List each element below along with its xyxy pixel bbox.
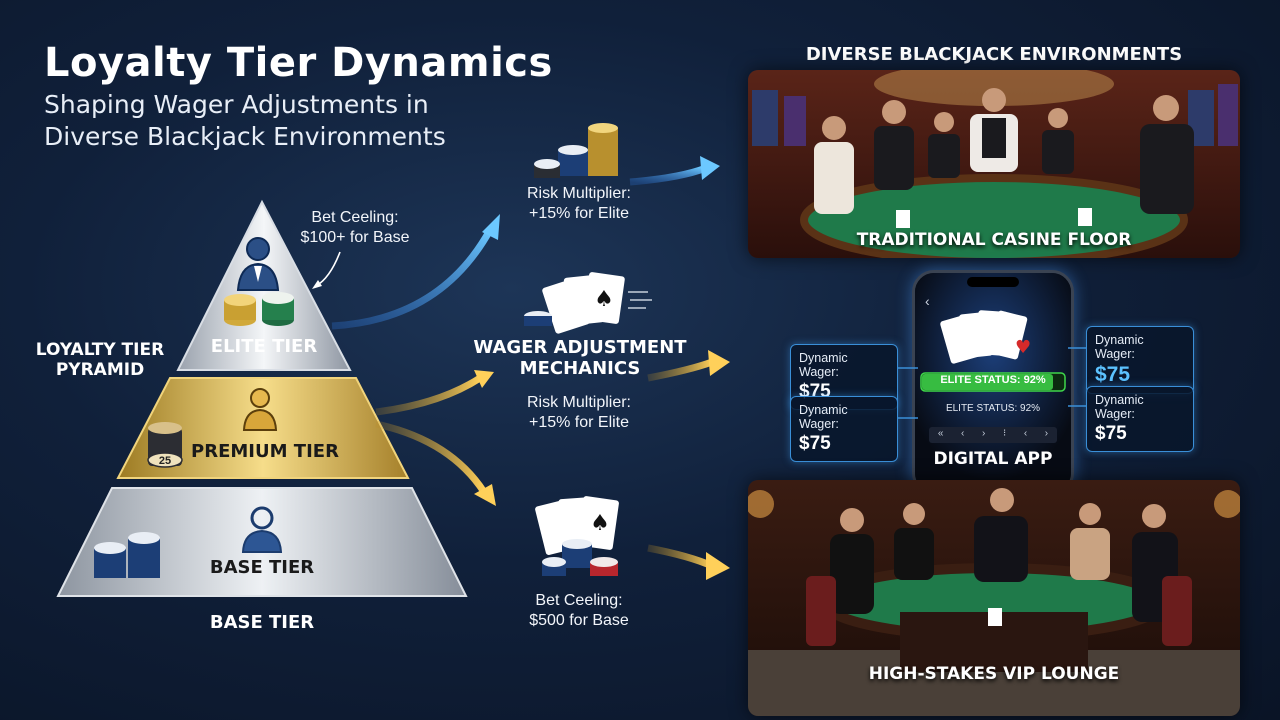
elite-tier-label: ELITE TIER — [210, 336, 318, 357]
risk-multiplier-mid-line2: +15% for Elite — [528, 414, 630, 431]
elite-chips-icon — [224, 292, 294, 326]
arrow-to-casino — [629, 164, 708, 186]
wager-label: Dynamic Wager: — [799, 351, 848, 379]
bet-ceiling-bottom-line1: Bet Ceeling: — [535, 592, 623, 609]
wager-value: $75 — [1095, 363, 1131, 386]
elite-status-bar: ELITE STATUS: 92% — [940, 374, 1046, 386]
risk-multiplier-top-line2: +15% for Elite — [528, 205, 630, 222]
phone-back-icon[interactable]: ‹ — [925, 293, 930, 309]
control-menu-icon[interactable]: ⁝ — [1002, 428, 1007, 439]
page-title: Loyalty Tier Dynamics — [44, 40, 553, 86]
wager-value: $75 — [799, 433, 831, 454]
control-next-icon[interactable]: › — [982, 428, 986, 439]
arrow-premium-down — [375, 420, 487, 494]
premium-person-icon — [242, 388, 278, 431]
page-subtitle-line1: Shaping Wager Adjustments in — [44, 90, 429, 119]
control-rewind-icon[interactable]: « — [937, 428, 944, 439]
svg-text:♠: ♠ — [594, 287, 614, 312]
risk-multiplier-mid-line1: Risk Multiplier: — [526, 394, 631, 411]
wager-box-right-bottom: Dynamic Wager: $75 — [1086, 386, 1194, 452]
mechanics-cards-icon: ♠ — [524, 272, 652, 334]
svg-text:♥: ♥ — [1015, 337, 1031, 358]
vip-lounge-scene: HIGH-STAKES VIP LOUNGE — [748, 480, 1240, 716]
arrow-elite-up — [331, 228, 494, 330]
svg-text:♠: ♠ — [590, 511, 610, 536]
arrow-premium-up — [375, 375, 482, 416]
premium-chips-icon — [147, 422, 183, 468]
arrow-to-app — [647, 358, 714, 382]
wager-label: Dynamic Wager: — [1095, 393, 1144, 421]
mechanics-heading-line2: MECHANICS — [519, 358, 641, 379]
wager-label: Dynamic Wager: — [799, 403, 848, 431]
premium-tier-label: PREMIUM TIER — [191, 441, 339, 462]
base-tier-label: BASE TIER — [209, 557, 315, 578]
wager-box-left-bottom: Dynamic Wager: $75 — [790, 396, 898, 462]
pyramid-side-label-line2: PYRAMID — [55, 360, 145, 380]
mechanics-heading-line1: WAGER ADJUSTMENT — [473, 337, 687, 358]
base-chips-icon — [94, 532, 160, 578]
bet-ceiling-annotation-line2: $100+ for Base — [300, 229, 410, 246]
environments-heading: DIVERSE BLACKJACK ENVIRONMENTS — [805, 44, 1183, 65]
casino-caption: TRADITIONAL CASINE FLOOR — [856, 230, 1132, 250]
base-person-icon — [241, 506, 283, 553]
risk-multiplier-top-line1: Risk Multiplier: — [526, 185, 631, 202]
control-back-icon[interactable]: ‹ — [1023, 428, 1028, 439]
elite-person-icon — [236, 237, 280, 291]
pyramid-side-label-line1: LOYALTY TIER — [35, 340, 165, 360]
bet-ceiling-annotation-line1: Bet Ceeling: — [311, 209, 399, 226]
page-subtitle-line2: Diverse Blackjack Environments — [44, 122, 446, 151]
wager-label: Dynamic Wager: — [1095, 333, 1144, 361]
premium-chip-number: 25 — [159, 455, 171, 467]
elite-status-text: ELITE STATUS: 92% — [945, 403, 1041, 414]
digital-app-phone[interactable]: ♥ ‹ ELITE STATUS: 92% ELITE STATUS: 92% … — [912, 270, 1074, 495]
traditional-casino-scene: TRADITIONAL CASINE FLOOR — [748, 70, 1240, 258]
wager-value: $75 — [1095, 423, 1127, 444]
tier-pyramid: 25 — [56, 199, 468, 597]
control-prev-icon[interactable]: ‹ — [961, 428, 965, 439]
bottom-cards-icon: ♠ — [535, 496, 619, 576]
vip-caption: HIGH-STAKES VIP LOUNGE — [868, 664, 1120, 684]
phone-controls: « ‹ › ⁝ ‹ › — [929, 428, 1057, 439]
control-forward-icon[interactable]: › — [1044, 428, 1049, 439]
app-caption: DIGITAL APP — [933, 449, 1053, 469]
top-chips-icon — [534, 123, 618, 178]
bet-ceiling-bottom-line2: $500 for Base — [529, 612, 629, 629]
pyramid-bottom-label: BASE TIER — [209, 612, 315, 633]
